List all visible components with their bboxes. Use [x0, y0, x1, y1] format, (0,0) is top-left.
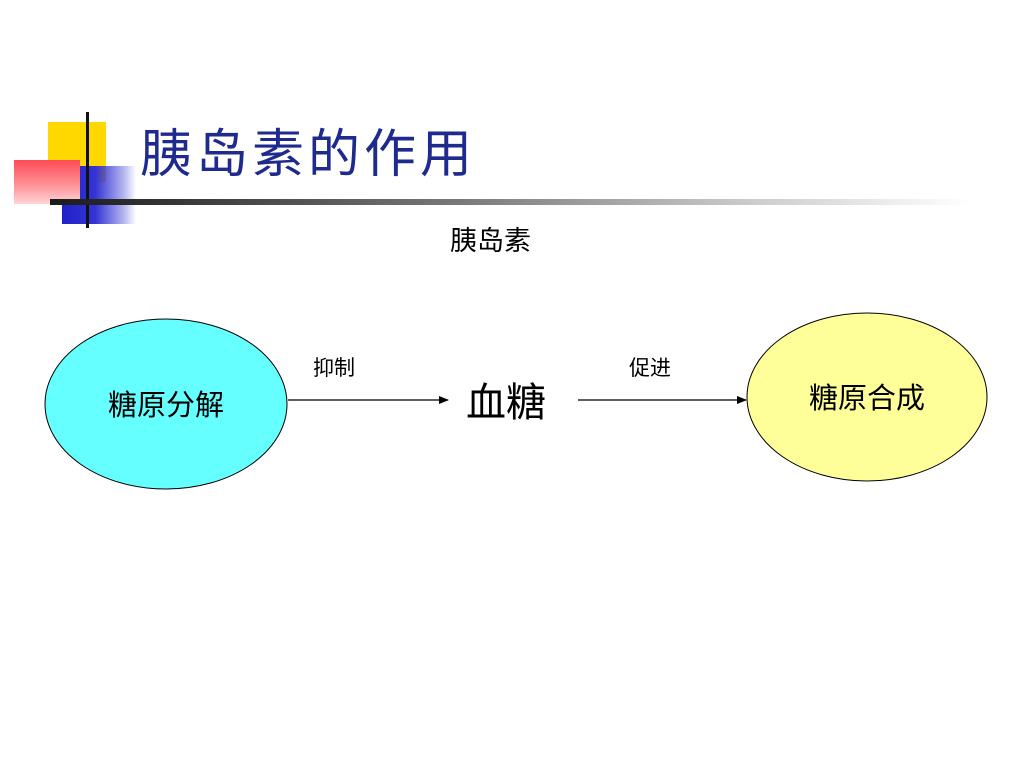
blood-sugar-label: 血糖 [466, 380, 546, 426]
glycogenolysis-node [44, 318, 288, 490]
glycogenesis-label: 糖原合成 [809, 381, 925, 415]
title-underline-rule [50, 199, 970, 205]
glycogenolysis-label: 糖原分解 [108, 388, 224, 422]
glycogenesis-node [746, 312, 988, 482]
red-square-decoration [14, 160, 80, 204]
vertical-rule [86, 112, 89, 228]
inhibit-label: 抑制 [313, 356, 355, 380]
promote-label: 促进 [629, 356, 671, 380]
slide-title: 胰岛素的作用 [140, 125, 477, 185]
insulin-label: 胰岛素 [450, 226, 531, 257]
